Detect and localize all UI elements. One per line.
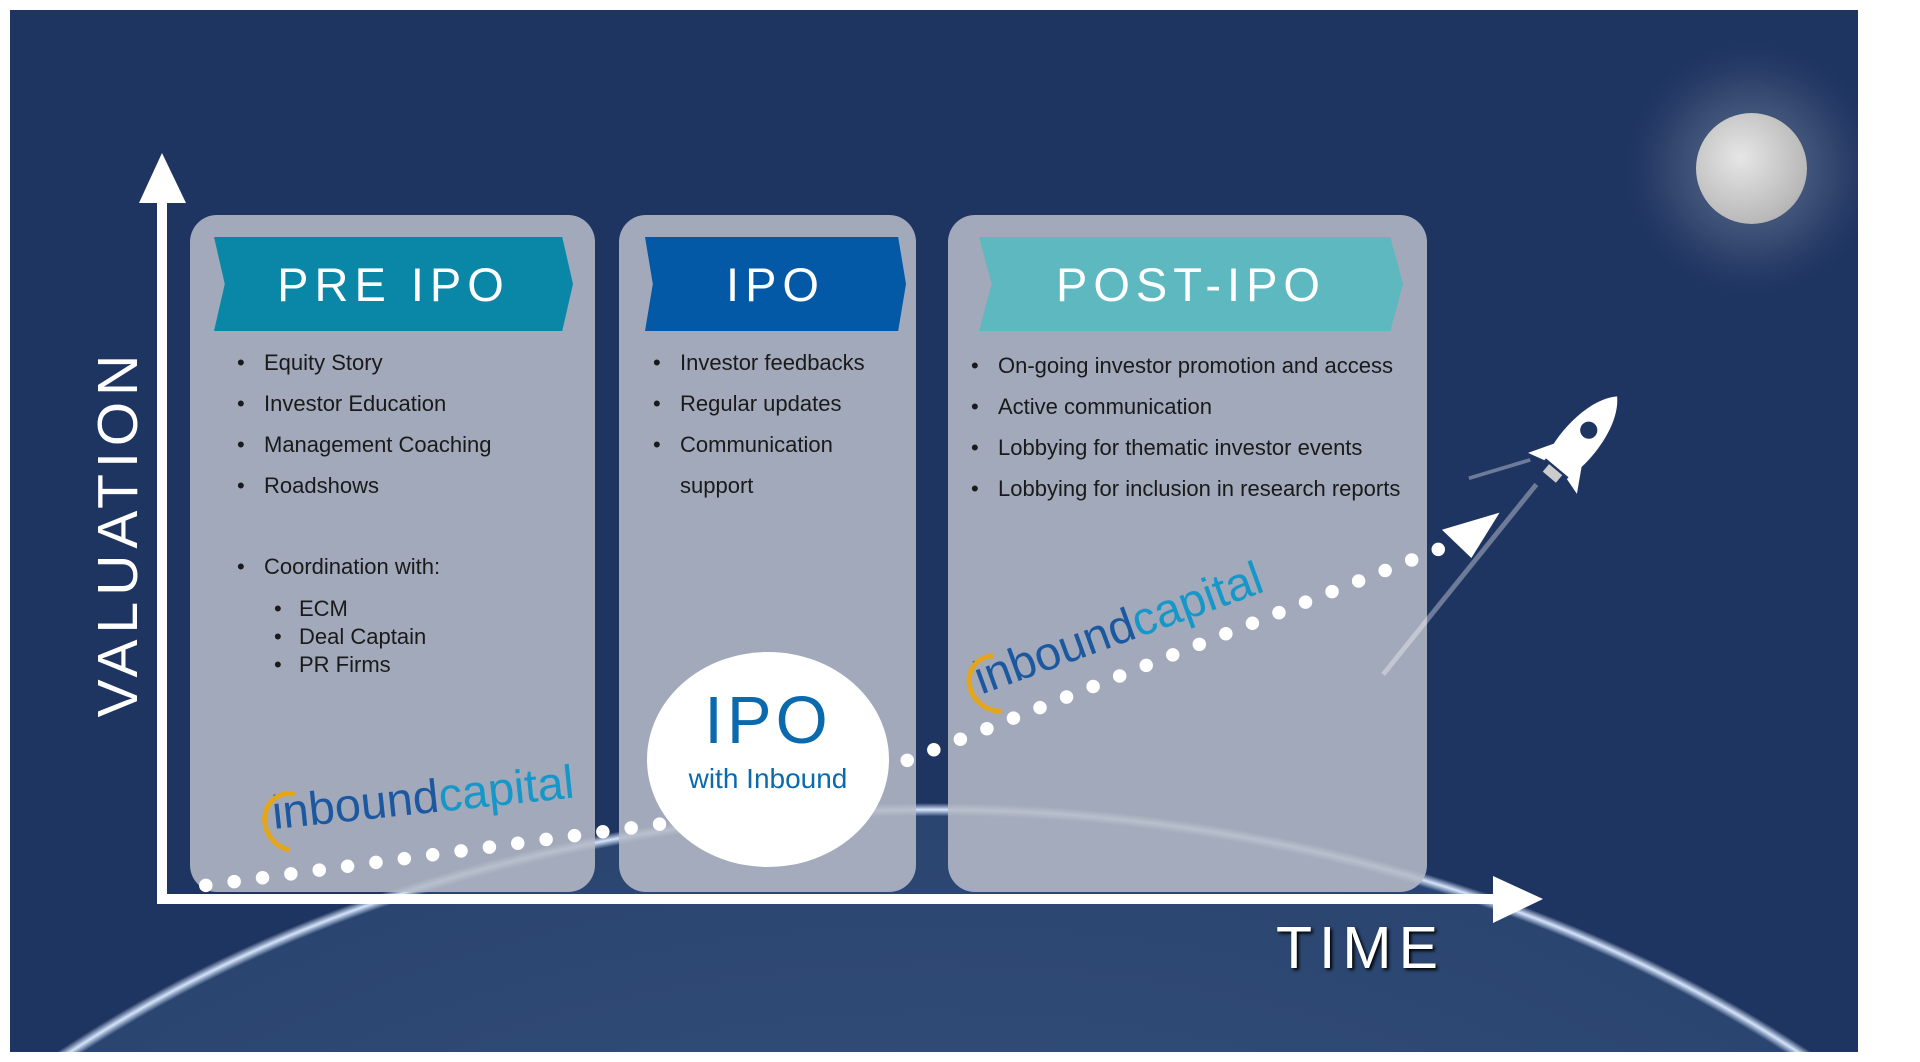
path-dot	[284, 867, 298, 881]
path-dot	[312, 863, 326, 877]
rocket-trail	[1381, 482, 1539, 677]
path-dot	[1351, 574, 1366, 588]
path-dot	[539, 832, 553, 847]
path-dot	[1139, 658, 1153, 673]
path-dot	[369, 855, 383, 870]
list-item: Management Coaching	[237, 424, 491, 465]
path-dot	[567, 828, 582, 843]
pre-ipo-list: Equity Story Investor Education Manageme…	[237, 342, 491, 506]
path-dot	[1006, 711, 1021, 725]
path-dot	[1404, 553, 1419, 567]
list-item: PR Firms	[274, 651, 426, 679]
path-dot	[482, 840, 497, 854]
post-ipo-banner: POST-IPO	[979, 237, 1403, 331]
ipo-milestone: IPO with Inbound	[647, 652, 889, 867]
list-item: On-going investor promotion and access	[971, 345, 1423, 386]
y-axis	[157, 184, 167, 901]
path-dot	[511, 836, 525, 850]
moon-image	[1696, 113, 1807, 224]
ipo-list: Investor feedbacks Regular updates Commu…	[653, 342, 876, 506]
path-dot	[1325, 584, 1339, 599]
path-dot	[1245, 616, 1260, 630]
y-axis-label: VALUATION	[86, 348, 150, 718]
path-dot	[1033, 700, 1047, 715]
path-dot	[1272, 605, 1286, 620]
path-dot	[927, 743, 941, 757]
pre-ipo-banner: PRE IPO	[214, 237, 573, 331]
path-dot	[1378, 563, 1392, 578]
list-item: Lobbying for thematic investor events	[971, 427, 1423, 468]
path-dot	[1166, 648, 1180, 662]
path-dot	[953, 732, 968, 746]
path-dot	[596, 825, 610, 839]
path-dot	[652, 817, 667, 831]
path-dot	[199, 878, 213, 893]
list-item: Equity Story	[237, 342, 491, 383]
path-dot	[1298, 595, 1313, 609]
coordination-list: Coordination with:	[237, 546, 440, 587]
ipo-banner: IPO	[645, 237, 906, 331]
x-axis-label: TIME	[1276, 915, 1445, 981]
list-item: Regular updates	[653, 383, 876, 424]
post-ipo-list: On-going investor promotion and access A…	[971, 345, 1423, 509]
milestone-subtitle: with Inbound	[688, 763, 848, 794]
list-item: Active communication	[971, 386, 1423, 427]
path-dot	[1086, 679, 1100, 694]
list-item: Communication support	[653, 424, 876, 506]
path-dot	[1192, 637, 1207, 652]
path-dot	[624, 821, 638, 835]
path-arrowhead-icon	[1441, 512, 1500, 558]
path-dot	[1219, 627, 1233, 641]
list-item: Investor feedbacks	[653, 342, 876, 383]
path-dot	[227, 874, 241, 889]
y-axis-arrow-icon	[139, 153, 186, 203]
path-dot	[900, 753, 915, 768]
path-dot	[1431, 542, 1446, 557]
list-item: Deal Captain	[274, 623, 426, 651]
list-item: Coordination with:	[237, 546, 440, 587]
coordination-sublist: ECM Deal Captain PR Firms	[274, 595, 426, 679]
list-item: Roadshows	[237, 465, 491, 506]
list-item: ECM	[274, 595, 426, 623]
path-dot	[454, 844, 468, 858]
path-dot	[425, 848, 440, 862]
rocket-trail	[1468, 458, 1531, 481]
path-dot	[1059, 690, 1074, 704]
x-axis-arrow-icon	[1493, 876, 1543, 923]
path-dot	[397, 851, 412, 866]
path-dot	[1112, 669, 1127, 683]
list-item: Lobbying for inclusion in research repor…	[971, 468, 1423, 509]
list-item: Investor Education	[237, 383, 491, 424]
rocket-icon	[1528, 396, 1618, 494]
path-dot	[340, 859, 355, 873]
x-axis	[157, 894, 1501, 904]
path-dot	[980, 721, 994, 736]
path-dot	[255, 870, 270, 885]
milestone-title: IPO	[704, 683, 832, 758]
